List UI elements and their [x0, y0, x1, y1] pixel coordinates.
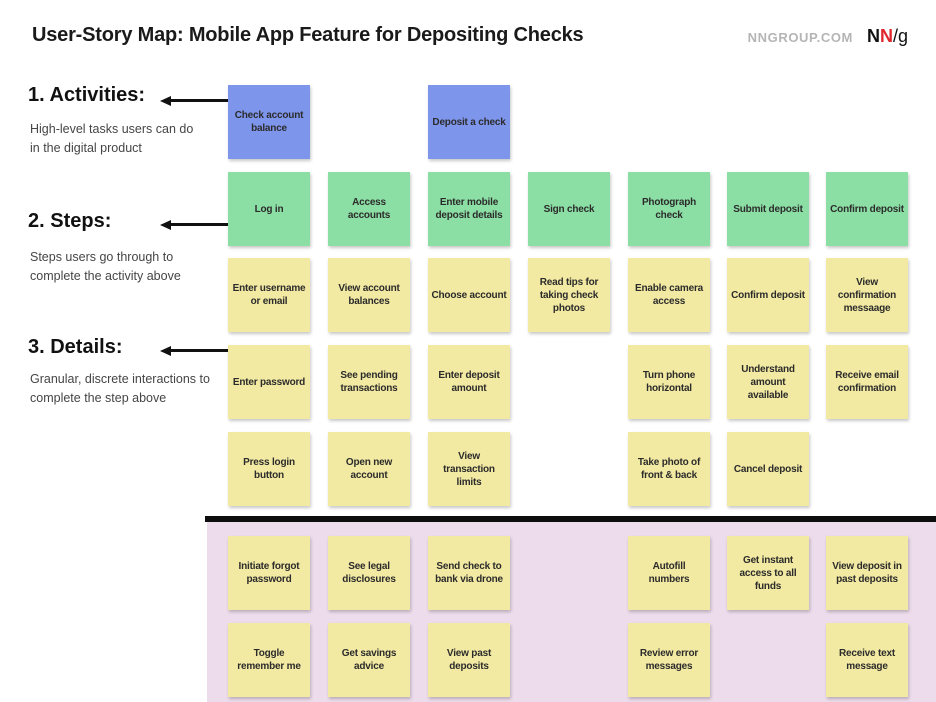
sticky-step-confirm-deposit: Confirm deposit [826, 172, 908, 246]
sticky-detail-send-check-to-bank-via-drone: Send check to bank via drone [428, 536, 510, 610]
sticky-detail-view-past-deposits: View past deposits [428, 623, 510, 697]
activities-heading: 1. Activities: [28, 84, 146, 106]
sticky-step-access-accounts: Access accounts [328, 172, 410, 246]
arrow-shaft [171, 223, 228, 226]
activities-description: High-level tasks users can do in the dig… [30, 122, 194, 156]
steps-description: Steps users go through to complete the a… [30, 250, 181, 284]
sticky-detail-see-legal-disclosures: See legal disclosures [328, 536, 410, 610]
sticky-detail-read-tips-for-taking-check-photos: Read tips for taking check photos [528, 258, 610, 332]
sticky-detail-initiate-forgot-password: Initiate forgot password [228, 536, 310, 610]
sticky-detail-enter-deposit-amount: Enter deposit amount [428, 345, 510, 419]
nng-logo-slash-g: /g [892, 26, 908, 46]
sticky-detail-view-deposit-in-past-deposits: View deposit in past deposits [826, 536, 908, 610]
nng-logo: NN/g [867, 26, 908, 47]
sticky-step-submit-deposit: Submit deposit [727, 172, 809, 246]
brand: NNGROUP.COM NN/g [748, 26, 908, 47]
sticky-detail-take-photo-of-front-back: Take photo of front & back [628, 432, 710, 506]
page-title: User-Story Map: Mobile App Feature for D… [32, 24, 584, 46]
sticky-detail-receive-email-confirmation: Receive email confirmation [826, 345, 908, 419]
sticky-detail-view-transaction-limits: View transaction limits [428, 432, 510, 506]
steps-heading: 2. Steps: [28, 210, 112, 232]
details-heading: 3. Details: [28, 336, 123, 358]
sticky-detail-view-confirmation-messaage: View confirmation messaage [826, 258, 908, 332]
release-divider-line [205, 516, 936, 522]
sticky-detail-enter-password: Enter password [228, 345, 310, 419]
arrow-left-icon [160, 95, 171, 106]
sticky-detail-toggle-remember-me: Toggle remember me [228, 623, 310, 697]
sticky-detail-receive-text-message: Receive text message [826, 623, 908, 697]
arrow-left-icon [160, 219, 171, 230]
arrow-shaft [171, 99, 228, 102]
arrow-left-icon [160, 345, 171, 356]
sticky-detail-press-login-button: Press login button [228, 432, 310, 506]
sticky-detail-understand-amount-available: Understand amount available [727, 345, 809, 419]
sticky-detail-turn-phone-horizontal: Turn phone horizontal [628, 345, 710, 419]
sticky-step-enter-mobile-deposit-details: Enter mobile deposit details [428, 172, 510, 246]
arrow-shaft [171, 349, 228, 352]
sticky-detail-choose-account: Choose account [428, 258, 510, 332]
sticky-detail-get-instant-access-to-all-funds: Get instant access to all funds [727, 536, 809, 610]
sticky-activity-check-account-balance: Check account balance [228, 85, 310, 159]
sticky-detail-confirm-deposit: Confirm deposit [727, 258, 809, 332]
sticky-detail-cancel-deposit: Cancel deposit [727, 432, 809, 506]
sticky-detail-see-pending-transactions: See pending transactions [328, 345, 410, 419]
nng-logo-n2: N [879, 26, 893, 46]
activities-arrow [160, 95, 228, 106]
sticky-detail-get-savings-advice: Get savings advice [328, 623, 410, 697]
sticky-detail-autofill-numbers: Autofill numbers [628, 536, 710, 610]
details-description: Granular, discrete interactions to compl… [30, 372, 210, 406]
nngroup-site-text: NNGROUP.COM [747, 30, 853, 45]
nng-logo-n1: N [866, 26, 880, 46]
sticky-step-photograph-check: Photograph check [628, 172, 710, 246]
sticky-step-sign-check: Sign check [528, 172, 610, 246]
sticky-activity-deposit-a-check: Deposit a check [428, 85, 510, 159]
sticky-detail-enter-username-or-email: Enter username or email [228, 258, 310, 332]
steps-arrow [160, 219, 228, 230]
sticky-detail-view-account-balances: View account balances [328, 258, 410, 332]
sticky-step-log-in: Log in [228, 172, 310, 246]
sticky-detail-enable-camera-access: Enable camera access [628, 258, 710, 332]
sticky-detail-review-error-messages: Review error messages [628, 623, 710, 697]
sticky-detail-open-new-account: Open new account [328, 432, 410, 506]
details-arrow [160, 345, 228, 356]
